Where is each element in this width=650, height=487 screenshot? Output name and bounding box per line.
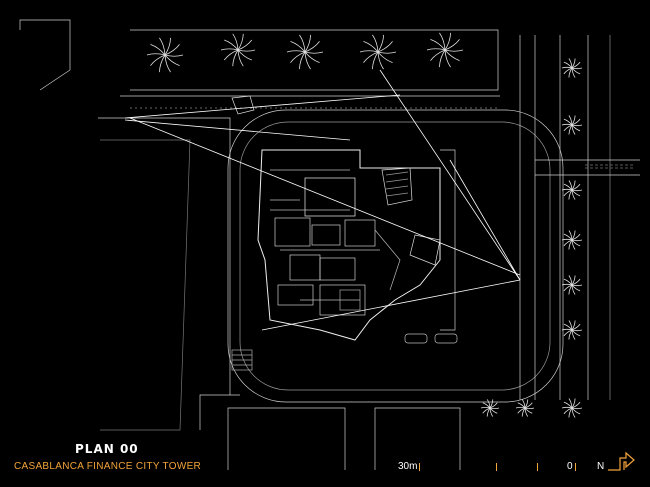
south-lot-1 [227,407,346,470]
north-arrow-icon [608,451,635,471]
tower-ring-outer [227,109,564,403]
site-boundary-north [130,29,499,91]
car-1 [404,333,428,344]
east-parking-row [585,164,635,169]
car-2 [434,333,458,344]
palm-tree-icon [146,37,184,73]
interior-walls [270,169,401,301]
core-room-2 [311,224,341,246]
palm-tree-icon [480,399,500,417]
east-stair [409,234,441,266]
scale-tick [575,463,576,471]
scale-zero-label: 0 [567,461,573,472]
core-room-7 [277,284,314,306]
palm-tree-icon [561,275,583,295]
core-room-4 [289,254,321,281]
east-street-crossing [535,159,640,176]
sight-line-5 [449,159,521,281]
scale-tick [496,463,497,471]
palm-tree-icon [561,115,583,135]
core-room-3 [344,219,376,247]
core-room-5 [319,257,356,281]
road-edge-bottom [199,394,240,430]
south-lot-2 [374,407,461,470]
building-footprint [257,149,441,341]
scale-distance-label: 30m [398,461,418,472]
north-label: N [597,461,605,472]
east-building-edge [440,149,456,331]
east-wedge-lines [385,171,409,197]
palm-tree-icon [561,58,583,78]
sight-line-2 [129,117,521,276]
palm-tree-icon [561,320,583,340]
courtyard-void [304,177,356,217]
palm-tree-icon [561,230,583,250]
plan-title: PLAN 00 [75,442,139,456]
scale-tick [537,463,538,471]
palm-tree-icon [561,398,583,418]
scale-tick [419,463,420,471]
tower-ring-inner [239,121,551,391]
palm-tree-icon [286,34,324,70]
road-edge-left [98,117,231,395]
palm-tree-icon [220,33,256,67]
north-kiosk [231,95,255,115]
palm-tree-icon [359,34,397,70]
ramp-hatch-lines [232,354,252,366]
sight-line-4 [379,69,521,281]
sight-line-6 [124,119,351,141]
core-room-1 [274,217,311,247]
project-name: CASABLANCA FINANCE CITY TOWER [14,461,202,472]
palm-tree-icon [561,180,583,200]
diagonal-road-edge [100,139,191,431]
sight-line-3 [261,279,521,331]
east-wedge [381,167,413,206]
palm-tree-icon [515,399,535,417]
site-boundary-west [19,19,71,91]
palm-tree-icon [426,32,464,68]
sight-line-1 [124,94,401,119]
